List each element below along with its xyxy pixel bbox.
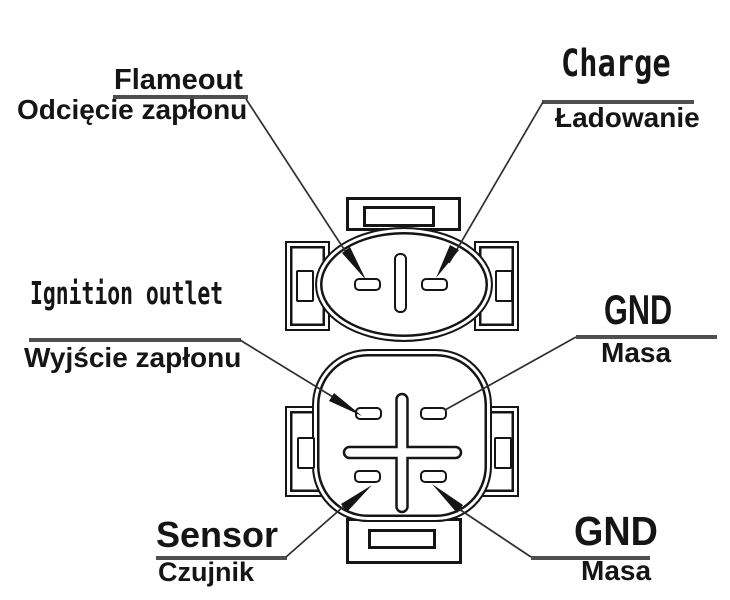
underline-ignition-outlet [29, 338, 241, 342]
connector-bottom-ear-slot-right [494, 437, 512, 469]
pin-flameout [354, 278, 381, 291]
label-flameout-en: Flameout [114, 64, 243, 96]
connector-top-ear-slot-right [495, 270, 513, 302]
leader-line-sensor [285, 505, 345, 558]
underline-charge [542, 100, 694, 104]
pin-gnd-bottom [420, 470, 447, 483]
label-sensor-pl: Czujnik [158, 557, 255, 587]
pin-gnd-middle [420, 407, 447, 420]
label-sensor-en: Sensor [156, 514, 279, 555]
pin-charge [421, 278, 448, 291]
pin-ignition-outlet [355, 407, 382, 420]
leader-line-flameout [245, 98, 354, 264]
label-charge-pl: Ładowanie [555, 102, 700, 133]
leader-line-charge [448, 101, 544, 264]
connector-bottom-ear-slot-left [297, 437, 315, 469]
label-gnd-middle-pl: Masa [601, 337, 672, 368]
connector-bottom-latch-hole [368, 529, 436, 549]
label-gnd-bottom-en: GND [574, 508, 658, 554]
label-gnd-bottom-pl: Masa [581, 555, 652, 586]
leader-line-gnd-bottom [458, 508, 532, 558]
label-flameout-pl: Odcięcie zapłonu [17, 94, 248, 125]
connector-bottom-body [312, 349, 492, 522]
label-gnd-middle-en: GND [604, 286, 673, 333]
underline-gnd-bottom [531, 556, 650, 560]
pin-sensor [354, 470, 381, 483]
connector-top-key-slot [394, 253, 407, 313]
connector-top-ear-slot-left [296, 270, 314, 302]
label-ignition-outlet-pl: Wyjście zapłonu [24, 342, 242, 373]
label-charge-en: Charge [561, 42, 671, 85]
underline-flameout [113, 95, 248, 99]
underline-gnd-middle [576, 335, 717, 339]
label-ignition-outlet-en: Ignition outlet [30, 276, 224, 312]
underline-sensor [156, 556, 287, 560]
connector-top-latch-hole [363, 206, 435, 227]
